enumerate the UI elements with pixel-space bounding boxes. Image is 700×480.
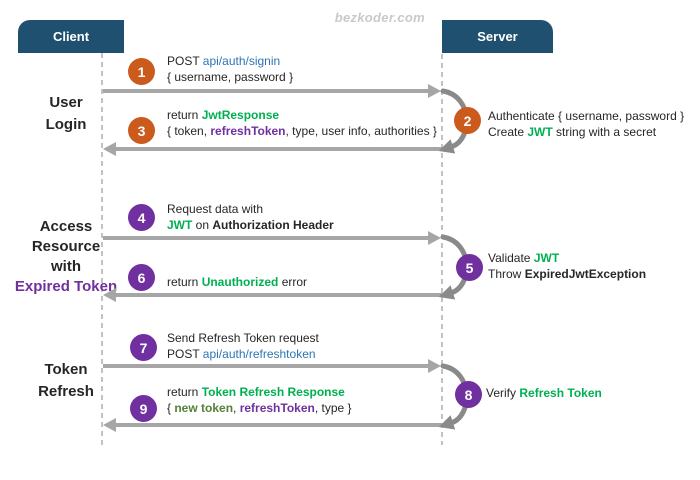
message-line: Validate JWT (488, 251, 560, 265)
arrowhead-left-icon (103, 418, 116, 432)
step-badge-3: 3 (128, 117, 155, 144)
step-badge-2: 2 (454, 107, 481, 134)
section-title-line: Resource (31, 238, 101, 255)
arrow-shaft (103, 236, 429, 240)
section-title-line: User (49, 94, 83, 111)
section-title-access-resource: Access Resource with Expired Token (0, 217, 132, 297)
message-text-9: return Token Refresh Response { new toke… (167, 384, 352, 416)
step-badge-4: 4 (128, 204, 155, 231)
lifeline-client (101, 53, 103, 448)
arrowhead-right-icon (428, 231, 441, 245)
section-title-token-refresh: Token Refresh (0, 359, 132, 403)
message-text-4: Request data with JWT on Authorization H… (167, 201, 334, 233)
step-number: 1 (137, 63, 146, 80)
message-line: return Token Refresh Response (167, 385, 345, 399)
message-line: { new token, refreshToken, type } (167, 401, 352, 415)
message-line: POST api/auth/signin (167, 54, 281, 68)
message-text-7: Send Refresh Token request POST api/auth… (167, 330, 319, 362)
step-badge-8: 8 (455, 381, 482, 408)
step-number: 9 (139, 400, 148, 417)
message-line: { username, password } (167, 70, 294, 84)
message-line: POST api/auth/refreshtoken (167, 347, 316, 361)
message-line: Throw ExpiredJwtException (488, 267, 647, 281)
step-number: 4 (137, 209, 146, 226)
message-line: return JwtResponse (167, 108, 280, 122)
section-title-line: Token (44, 361, 88, 378)
step-badge-6: 6 (128, 264, 155, 291)
message-text-8: Verify Refresh Token (486, 385, 602, 401)
actor-server: Server (442, 20, 553, 53)
actor-client-label: Client (52, 29, 90, 44)
step-number: 7 (139, 339, 148, 356)
section-title-line: Refresh (38, 383, 94, 400)
arrow-shaft (115, 293, 442, 297)
step-number: 6 (137, 269, 146, 286)
message-line: { token, refreshToken, type, user info, … (167, 124, 437, 138)
section-title-line: Access (39, 218, 93, 235)
arrow-shaft (115, 147, 442, 151)
message-line: Verify Refresh Token (486, 386, 602, 400)
step-number: 2 (463, 112, 472, 129)
lifeline-server (441, 54, 443, 445)
message-text-6: return Unauthorized error (167, 274, 307, 290)
actor-client: Client (18, 20, 124, 53)
arrowhead-left-icon (103, 142, 116, 156)
section-title-line: Login (45, 116, 87, 133)
message-text-2: Authenticate { username, password } Crea… (488, 108, 684, 140)
step-number: 5 (465, 259, 474, 276)
section-title-line: with (51, 258, 81, 275)
arrowhead-right-icon (428, 359, 441, 373)
arrow-shaft (103, 89, 429, 93)
message-text-1: POST api/auth/signin { username, passwor… (167, 53, 293, 85)
message-line: Request data with (167, 202, 264, 216)
step-number: 8 (464, 386, 473, 403)
step-number: 3 (137, 122, 146, 139)
message-line: Send Refresh Token request (167, 331, 319, 345)
step-badge-1: 1 (128, 58, 155, 85)
step-badge-7: 7 (130, 334, 157, 361)
message-line: JWT on Authorization Header (167, 218, 334, 232)
arrowhead-left-icon (103, 288, 116, 302)
section-title-line: Expired Token (14, 278, 118, 295)
message-line: Create JWT string with a secret (488, 125, 657, 139)
step-badge-9: 9 (130, 395, 157, 422)
arrow-shaft (115, 423, 442, 427)
arrow-shaft (103, 364, 429, 368)
step-badge-5: 5 (456, 254, 483, 281)
message-line: return Unauthorized error (167, 275, 308, 289)
watermark: bezkoder.com (334, 10, 425, 25)
message-text-5: Validate JWT Throw ExpiredJwtException (488, 250, 646, 282)
arrowhead-right-icon (428, 84, 441, 98)
actor-server-label: Server (477, 29, 518, 44)
message-text-3: return JwtResponse { token, refreshToken… (167, 107, 437, 139)
message-line: Authenticate { username, password } (488, 109, 685, 123)
section-title-user-login: User Login (0, 92, 132, 136)
